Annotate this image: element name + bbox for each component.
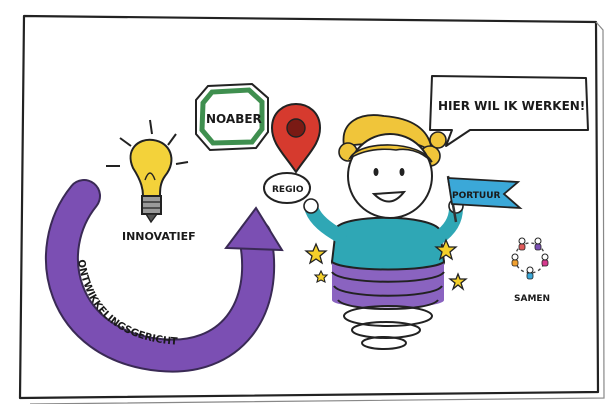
star-icon [448, 272, 468, 291]
noaber-label: NOABER [206, 112, 262, 126]
noaber-badge: NOABER [195, 82, 269, 152]
character-body [303, 198, 464, 271]
star-icon [434, 238, 458, 261]
regio-bubble: REGIO [263, 172, 311, 204]
portuur-label: PORTUUR [452, 191, 501, 201]
speech-text: HIER WIL IK WERKEN! [438, 99, 585, 113]
speech-bubble: HIER WIL IK WERKEN! [429, 75, 589, 147]
development-arrow [45, 179, 284, 373]
star-icon [313, 269, 329, 284]
regio-label: REGIO [272, 185, 304, 195]
lightbulb-icon [106, 119, 189, 224]
portuur-flag: PORTUUR [446, 175, 523, 223]
people-circle-icon [511, 237, 549, 280]
character-head [338, 114, 447, 219]
star-icon [304, 242, 328, 265]
innovatief-label: INNOVATIEF [122, 230, 196, 243]
location-pin-icon [270, 102, 322, 174]
samen-label: SAMEN [514, 294, 550, 304]
